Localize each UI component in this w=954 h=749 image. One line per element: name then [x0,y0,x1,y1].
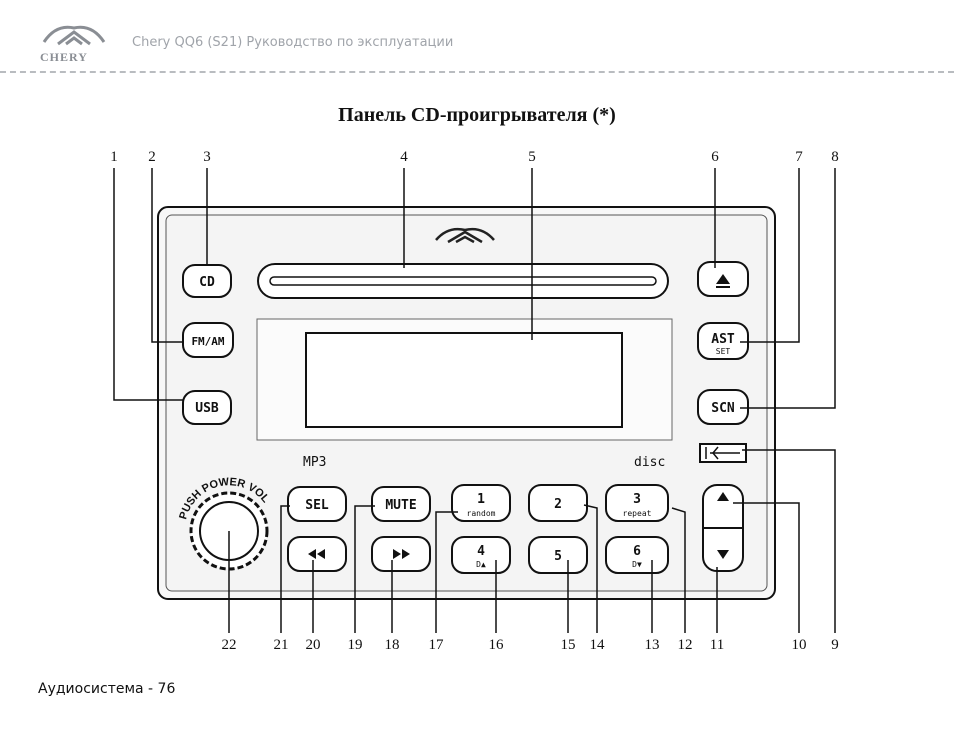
preset-3-label: 3 [633,492,641,507]
callout-16: 16 [489,637,505,653]
mute-button-label: MUTE [385,498,416,513]
cd-button-label: CD [199,275,215,290]
usb-port-icon [705,446,740,460]
preset-3-button[interactable] [605,484,669,522]
arrow-down-icon[interactable] [717,550,729,559]
scn-button-label: SCN [711,401,735,416]
page-title: Панель CD-проигрывателя (*) [338,104,616,126]
callout-11: 11 [710,637,724,653]
preset-1-button[interactable] [451,484,511,522]
fm-am-button[interactable] [182,322,234,358]
header-divider [0,71,954,73]
eject-icon [716,274,730,288]
mp3-label: MP3 [303,455,326,470]
callout-19: 19 [348,637,363,653]
fast-forward-icon [393,549,410,559]
sel-button-label: SEL [305,498,329,513]
callout-1: 1 [110,149,118,165]
callout-13: 13 [645,637,660,653]
sel-button[interactable] [287,486,347,522]
callout-2: 2 [148,149,156,165]
preset-2-button[interactable] [528,484,588,522]
disc-label: disc [634,455,665,470]
preset-1-sublabel: random [467,509,496,518]
preset-4-label: 4 [477,544,485,559]
usb-button-label: USB [195,401,219,416]
cd-slot-opening [269,276,657,286]
usb-button[interactable] [182,390,232,425]
callout-14: 14 [590,637,606,653]
ast-button-label: AST [711,332,735,347]
preset-6-label: 6 [633,544,641,559]
callout-5: 5 [528,149,536,165]
callout-15: 15 [561,637,576,653]
fm-am-button-label: FM/AM [191,335,224,348]
preset-5-button[interactable] [528,536,588,574]
callout-20: 20 [306,637,321,653]
preset-4-sublabel: D▲ [476,560,486,569]
preset-1-label: 1 [477,492,485,507]
arrow-up-icon[interactable] [717,492,729,501]
lcd-display [305,332,623,428]
callout-3: 3 [203,149,211,165]
callout-12: 12 [678,637,693,653]
logo-wordmark: CHERY [40,50,88,64]
callout-7: 7 [795,149,803,165]
callout-4: 4 [400,149,408,165]
document-title: Chery QQ6 (S21) Руководство по эксплуата… [132,35,454,50]
preset-6-sublabel: D▼ [632,560,642,569]
callout-17: 17 [429,637,445,653]
callout-9: 9 [831,637,839,653]
scn-button[interactable] [697,389,749,425]
callout-21: 21 [274,637,289,653]
callout-22: 22 [222,637,237,653]
preset-3-sublabel: repeat [623,509,652,518]
callout-6: 6 [711,149,719,165]
callout-18: 18 [385,637,400,653]
leader-lines [113,168,836,633]
preset-2-label: 2 [554,497,562,512]
page-footer: Аудиосистема - 76 [38,681,176,697]
preset-5-label: 5 [554,549,562,564]
rewind-icon [308,549,325,559]
callout-10: 10 [792,637,807,653]
callout-8: 8 [831,149,839,165]
ast-button[interactable] [697,322,749,360]
ast-button-sublabel: SET [716,347,731,356]
mute-button[interactable] [371,486,431,522]
chery-logo-icon [435,227,495,244]
